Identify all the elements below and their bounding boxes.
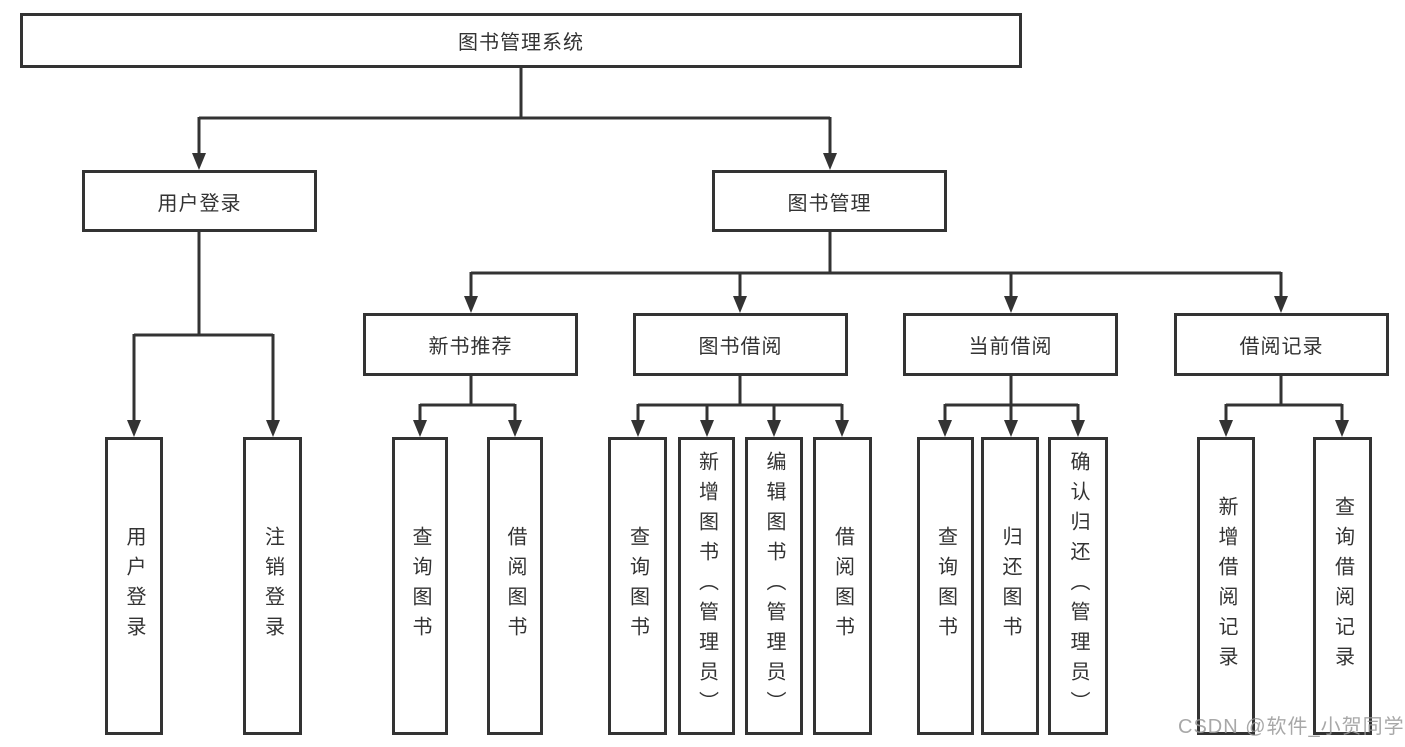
leaf-logout-login: 注销登录 bbox=[243, 437, 302, 735]
node-borrowing-records-label: 借阅记录 bbox=[1239, 336, 1324, 358]
leaf-recommend-borrow-books-label: 借阅图书 bbox=[504, 526, 526, 646]
node-root-label: 图书管理系统 bbox=[458, 32, 584, 54]
node-new-book-recommend: 新书推荐 bbox=[363, 313, 578, 376]
leaf-borrowing-borrow-books: 借阅图书 bbox=[813, 437, 872, 735]
csdn-watermark: CSDN @软件_小贺同学 bbox=[1178, 716, 1405, 738]
node-new-book-recommend-label: 新书推荐 bbox=[428, 336, 513, 358]
leaf-logout-login-label: 注销登录 bbox=[261, 526, 284, 646]
node-user-login: 用户登录 bbox=[82, 170, 317, 232]
leaf-edit-book-admin: 编辑图书（管理员） bbox=[745, 437, 803, 735]
leaf-query-borrow-record-label: 查询借阅记录 bbox=[1331, 496, 1354, 676]
leaf-borrowing-query-books: 查询图书 bbox=[608, 437, 667, 735]
leaf-recommend-borrow-books: 借阅图书 bbox=[487, 437, 543, 735]
node-user-login-label: 用户登录 bbox=[157, 192, 242, 215]
leaf-user-login-label: 用户登录 bbox=[123, 526, 145, 646]
node-book-management: 图书管理 bbox=[712, 170, 947, 232]
leaf-add-borrow-record-label: 新增借阅记录 bbox=[1215, 496, 1237, 676]
leaf-current-query-books: 查询图书 bbox=[917, 437, 974, 735]
leaf-recommend-query-books: 查询图书 bbox=[392, 437, 448, 735]
leaf-confirm-return-admin-label: 确认归还（管理员） bbox=[1067, 451, 1089, 721]
node-borrowing-records: 借阅记录 bbox=[1174, 313, 1389, 376]
leaf-user-login: 用户登录 bbox=[105, 437, 163, 735]
leaf-confirm-return-admin: 确认归还（管理员） bbox=[1048, 437, 1108, 735]
leaf-edit-book-admin-label: 编辑图书（管理员） bbox=[763, 451, 785, 721]
leaf-query-borrow-record: 查询借阅记录 bbox=[1313, 437, 1372, 735]
node-root: 图书管理系统 bbox=[20, 13, 1022, 68]
node-book-borrowing-label: 图书借阅 bbox=[698, 336, 783, 358]
node-book-borrowing: 图书借阅 bbox=[633, 313, 848, 376]
node-book-management-label: 图书管理 bbox=[787, 192, 872, 215]
leaf-return-books: 归还图书 bbox=[981, 437, 1039, 735]
leaf-current-query-books-label: 查询图书 bbox=[934, 526, 957, 646]
leaf-add-book-admin: 新增图书（管理员） bbox=[678, 437, 735, 735]
leaf-return-books-label: 归还图书 bbox=[999, 526, 1021, 646]
node-current-borrowing-label: 当前借阅 bbox=[968, 336, 1053, 358]
node-current-borrowing: 当前借阅 bbox=[903, 313, 1118, 376]
leaf-borrowing-query-books-label: 查询图书 bbox=[626, 526, 649, 646]
leaf-add-book-admin-label: 新增图书（管理员） bbox=[695, 451, 718, 721]
leaf-borrowing-borrow-books-label: 借阅图书 bbox=[831, 526, 854, 646]
leaf-add-borrow-record: 新增借阅记录 bbox=[1197, 437, 1255, 735]
leaf-recommend-query-books-label: 查询图书 bbox=[409, 526, 431, 646]
